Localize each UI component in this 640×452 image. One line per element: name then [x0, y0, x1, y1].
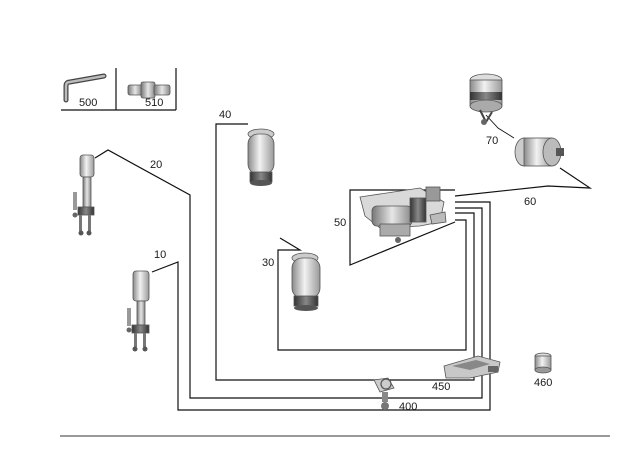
air-line-20: [94, 149, 483, 399]
bump-stop-460: [534, 352, 552, 374]
air-reservoir-60: [514, 137, 564, 167]
part-number-50: 50: [334, 217, 346, 229]
pipe-connector-icon: [127, 81, 171, 99]
air-line-60: [454, 167, 593, 197]
part-number-20: 20: [150, 159, 162, 171]
part-number-40: 40: [219, 109, 231, 121]
part-number-70: 70: [486, 135, 498, 147]
front-air-strut-10: [126, 270, 150, 352]
part-number-10: 10: [154, 249, 166, 261]
part-number-400: 400: [399, 401, 417, 413]
air-line-40: [215, 123, 475, 381]
line-70-link: [485, 114, 515, 139]
air-line-30: [277, 219, 467, 351]
small-parts-box: [61, 68, 177, 111]
part-number-510: 510: [145, 97, 163, 109]
mounting-bracket-450: [443, 355, 501, 379]
part-number-30: 30: [262, 257, 274, 269]
rear-air-spring-30: [291, 252, 321, 311]
air-lines: [94, 114, 593, 411]
mounting-clip-400: [373, 377, 395, 410]
sensor-relay-70: [469, 73, 503, 125]
hex-key-icon: [63, 73, 107, 103]
compressor-unit-50: [359, 186, 447, 243]
rear-air-spring-40: [247, 128, 275, 186]
air-line-50: [349, 189, 456, 266]
part-number-460: 460: [534, 377, 552, 389]
air-line-10: [151, 201, 491, 411]
part-number-60: 60: [524, 196, 536, 208]
front-air-strut-20: [72, 154, 95, 236]
part-number-450: 450: [432, 381, 450, 393]
part-number-500: 500: [79, 97, 97, 109]
